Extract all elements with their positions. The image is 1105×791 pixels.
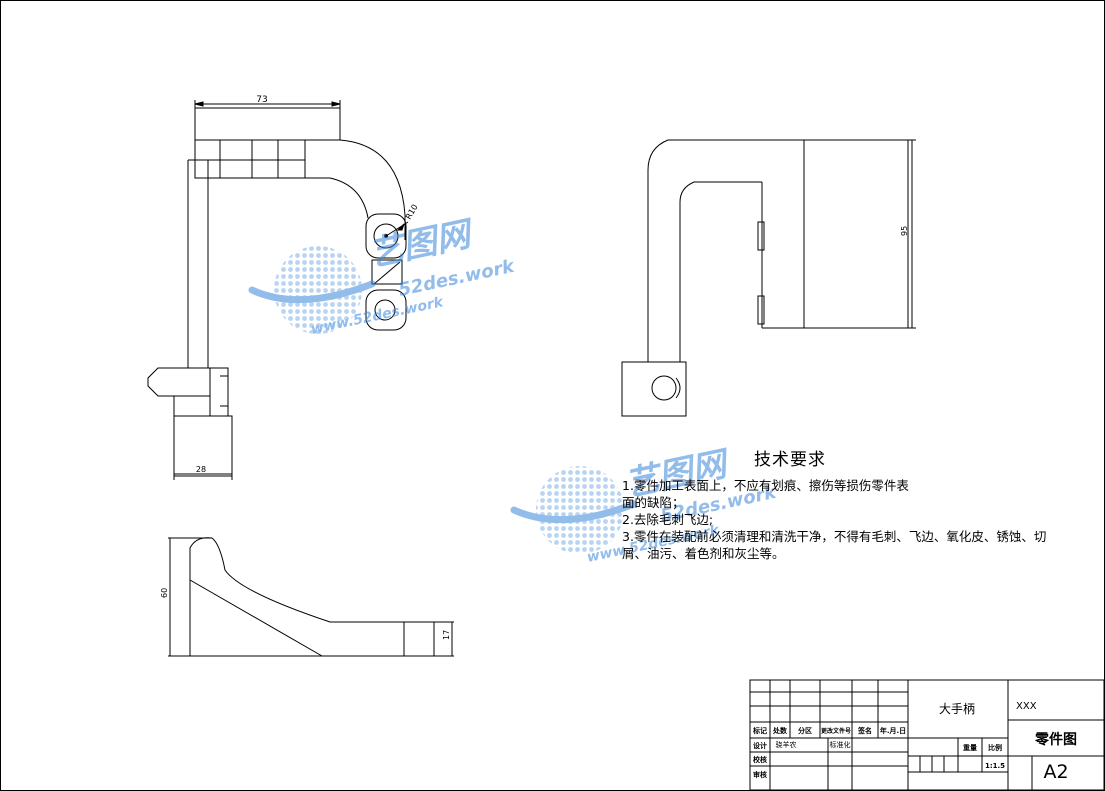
tb-standardization: 标准化: [830, 740, 851, 749]
tb-header-date: 年.月.日: [880, 726, 906, 735]
tb-header-change-doc: 更改文件号: [821, 727, 851, 735]
tb-header-sign: 签名: [857, 726, 872, 735]
tb-drawing-type: 零件图: [1034, 731, 1077, 748]
title-block-frame: [749, 679, 1105, 791]
right-view: [621, 139, 916, 417]
dim-right-height: 95: [900, 226, 909, 236]
dim-bottom-width: 28: [196, 465, 206, 474]
tb-header-mark: 标记: [752, 726, 767, 735]
dim-top-width: 73: [256, 95, 267, 105]
tech-title: 技术要求: [754, 450, 826, 470]
tb-row-check: 校核: [753, 755, 767, 764]
tb-scale-label: 比例: [988, 743, 1002, 752]
tb-sheet-size: A2: [1043, 761, 1068, 783]
tech-item: 1.零件加工表面上，不应有划痕、擦伤等损伤零件表: [622, 478, 909, 493]
tb-weight-label: 重量: [963, 743, 977, 752]
tb-row-design: 设计: [753, 741, 767, 750]
tb-header-count: 处数: [772, 726, 788, 735]
top-view: [168, 537, 454, 657]
watermark-1: 艺图网 52des.work www.52des.work: [248, 213, 517, 338]
tech-item: 2.去除毛刺飞边;: [622, 512, 714, 527]
front-view: [147, 100, 409, 480]
tb-part-name: 大手柄: [939, 702, 975, 716]
tech-item: 面的缺陷；: [622, 495, 685, 510]
tech-item: 3.零件在装配前必须清理和清洗干净，不得有毛刺、飞边、氧化皮、锈蚀、切: [622, 529, 1047, 544]
tb-header-zone: 分区: [798, 726, 812, 735]
technical-requirements: 技术要求 1.零件加工表面上，不应有划痕、擦伤等损伤零件表 面的缺陷； 2.去除…: [622, 452, 1102, 562]
tech-item: 屑、油污、着色剂和灰尘等。: [622, 546, 785, 561]
tb-code: XXX: [1016, 701, 1037, 712]
dim-side-height: 60: [160, 588, 169, 598]
dim-side-small: 17: [442, 630, 451, 640]
tb-scale: 1:1.5: [985, 762, 1005, 770]
dim-radius: R10: [404, 203, 420, 221]
tb-row-review: 审核: [753, 770, 767, 779]
tb-designer-sign: 骁羊农: [776, 740, 797, 749]
